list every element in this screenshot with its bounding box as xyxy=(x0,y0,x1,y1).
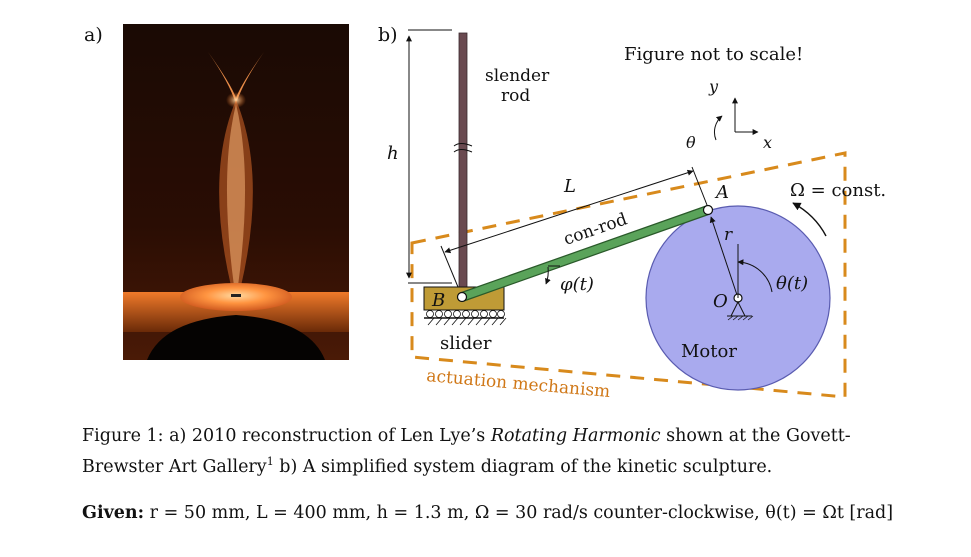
theta-arc xyxy=(737,259,773,293)
rod-label-line2: rod xyxy=(501,86,530,106)
footnote-marker: 1 xyxy=(266,455,274,468)
label-b: B xyxy=(431,290,445,311)
label-o: O xyxy=(713,291,728,312)
given-text: r = 50 mm, L = 400 mm, h = 1.3 m, Ω = 30… xyxy=(144,503,894,523)
label-theta-t: θ(t) xyxy=(776,273,808,294)
system-diagram: Figure not to scale! slender rod h L con… xyxy=(387,29,886,402)
panel-label-b: b) xyxy=(378,24,398,46)
label-h: h xyxy=(387,143,399,164)
label-motor: Motor xyxy=(681,341,737,362)
slender-rod xyxy=(458,32,468,290)
l-dimension-line xyxy=(444,169,694,254)
omega-arrow xyxy=(792,202,827,237)
label-l: L xyxy=(563,176,576,197)
label-omega: Ω = const. xyxy=(790,180,886,201)
joint-b xyxy=(456,291,468,303)
label-r: r xyxy=(724,225,733,245)
note-not-to-scale: Figure not to scale! xyxy=(624,44,803,65)
slider-rollers xyxy=(426,310,505,318)
label-a: A xyxy=(714,182,729,203)
label-phi: φ(t) xyxy=(560,274,594,295)
actuation-box-outline xyxy=(410,151,847,399)
label-axis-x: x xyxy=(763,133,772,152)
joint-a xyxy=(702,204,714,216)
phi-arc xyxy=(545,266,551,285)
label-slider: slider xyxy=(440,333,492,354)
sculpture-photo xyxy=(123,24,349,360)
caption-work-title: Rotating Harmonic xyxy=(490,426,661,446)
label-axis-theta: θ xyxy=(686,133,696,152)
label-axis-y: y xyxy=(708,77,719,96)
panel-label-a: a) xyxy=(84,24,103,46)
crank-radius xyxy=(709,216,739,299)
given-values: Given: r = 50 mm, L = 400 mm, h = 1.3 m,… xyxy=(82,500,922,526)
given-label: Given: xyxy=(82,503,145,523)
theta-frame-arc xyxy=(713,115,723,141)
rod-label-line1: slender xyxy=(485,66,550,86)
figure-caption: Figure 1: a) 2010 reconstruction of Len … xyxy=(82,426,851,477)
